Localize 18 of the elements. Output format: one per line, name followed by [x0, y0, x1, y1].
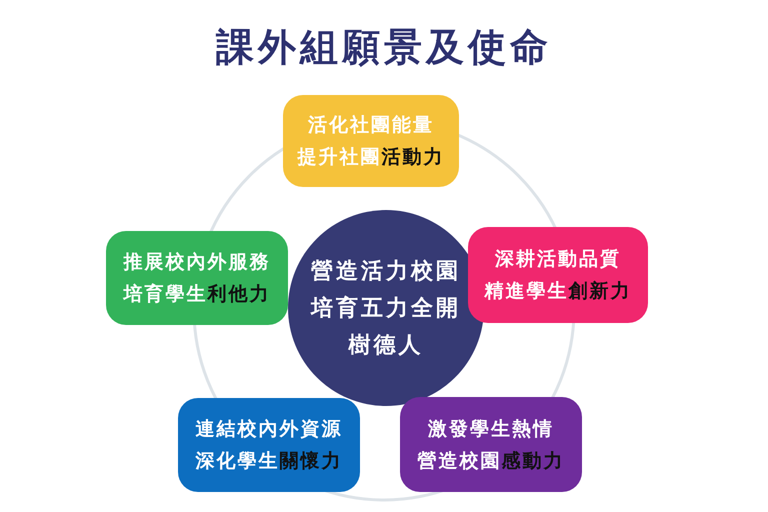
goal-text: 連結校內外資源 — [196, 417, 342, 442]
goal-text: 活化社團能量 — [308, 113, 434, 138]
goal-box — [283, 95, 459, 187]
goal-text: 深耕活動品質 — [495, 247, 621, 272]
title: 課外組願景及使命 — [216, 24, 552, 71]
goal-box — [400, 397, 582, 492]
goal-text: 激發學生熱情 — [428, 416, 554, 442]
goal-box — [178, 398, 360, 492]
goal-text: 推展校內外服務 — [124, 250, 270, 275]
goal-text: 提升社團活動力 — [298, 145, 444, 170]
vision-text: 培育五力全開樹德人 — [311, 294, 461, 360]
vision-text: 營造活力校園 — [311, 258, 461, 286]
goal-text: 精進學生創新力 — [484, 279, 632, 304]
goal-text: 深化學生關懷力 — [196, 449, 342, 474]
goal-box — [468, 227, 648, 323]
goal-text: 培育學生利他力 — [124, 282, 270, 307]
goal-box — [106, 231, 288, 325]
goal-text: 營造校園感動力 — [418, 448, 564, 474]
